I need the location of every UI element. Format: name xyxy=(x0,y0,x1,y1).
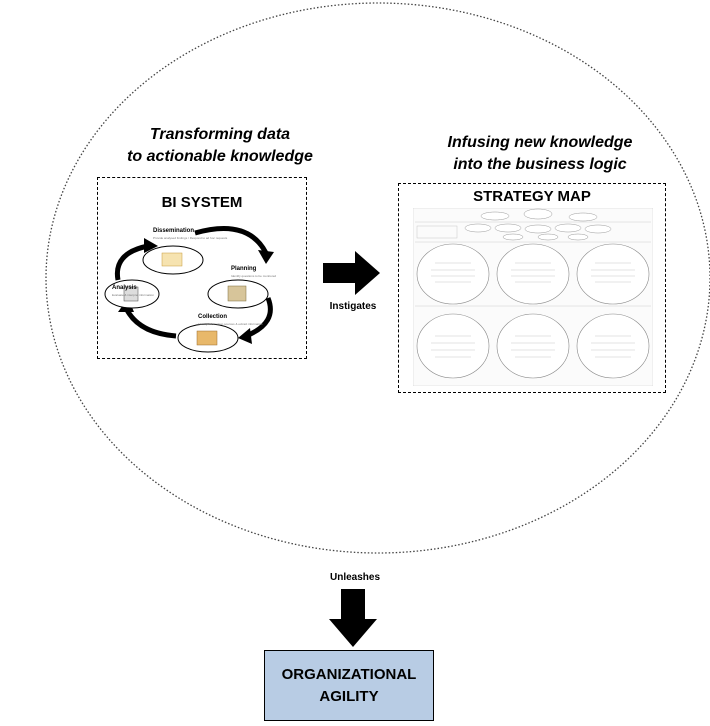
unleashes-arrow xyxy=(329,589,377,647)
strategy-map-title: STRATEGY MAP xyxy=(473,188,591,205)
stage-dissemination: Dissemination xyxy=(153,228,195,234)
right-heading-line1: Infusing new knowledge xyxy=(447,134,633,151)
bi-system-title: BI SYSTEM xyxy=(161,194,243,211)
bi-system-box: BI SYSTEM Dissemination Provide analysed… xyxy=(97,177,307,359)
outcome-line2: AGILITY xyxy=(319,687,379,705)
stage-planning-sub: Identify questions to be monitored xyxy=(231,274,277,278)
stage-analysis: Analysis xyxy=(112,285,137,291)
context-ellipse xyxy=(45,2,710,554)
bi-cycle-diagram xyxy=(104,226,274,353)
left-heading-line2: to actionable knowledge xyxy=(127,148,313,165)
outcome-line1: ORGANIZATIONAL xyxy=(281,665,417,683)
stage-analysis-sub: Evaluate & interpret information xyxy=(112,293,155,297)
unleashes-label: Unleashes xyxy=(329,572,381,583)
instigates-arrow xyxy=(323,251,380,295)
stage-planning: Planning xyxy=(231,266,257,272)
organizational-agility-box: ORGANIZATIONAL AGILITY xyxy=(264,650,434,721)
stage-collection-sub: Identify information sources & extract i… xyxy=(198,322,264,326)
strategy-map-thumbnail xyxy=(413,208,653,386)
stage-dissemination-sub: Provide analysed findings / Respond to a… xyxy=(153,236,228,240)
right-heading: Infusing new knowledge into the business… xyxy=(405,132,675,176)
stage-collection: Collection xyxy=(198,314,228,320)
instigates-label: Instigates xyxy=(329,301,377,312)
right-heading-line2: into the business logic xyxy=(453,156,627,173)
left-heading: Transforming data to actionable knowledg… xyxy=(90,124,350,168)
left-heading-line1: Transforming data xyxy=(149,126,291,143)
strategy-map-box: STRATEGY MAP xyxy=(398,183,666,393)
